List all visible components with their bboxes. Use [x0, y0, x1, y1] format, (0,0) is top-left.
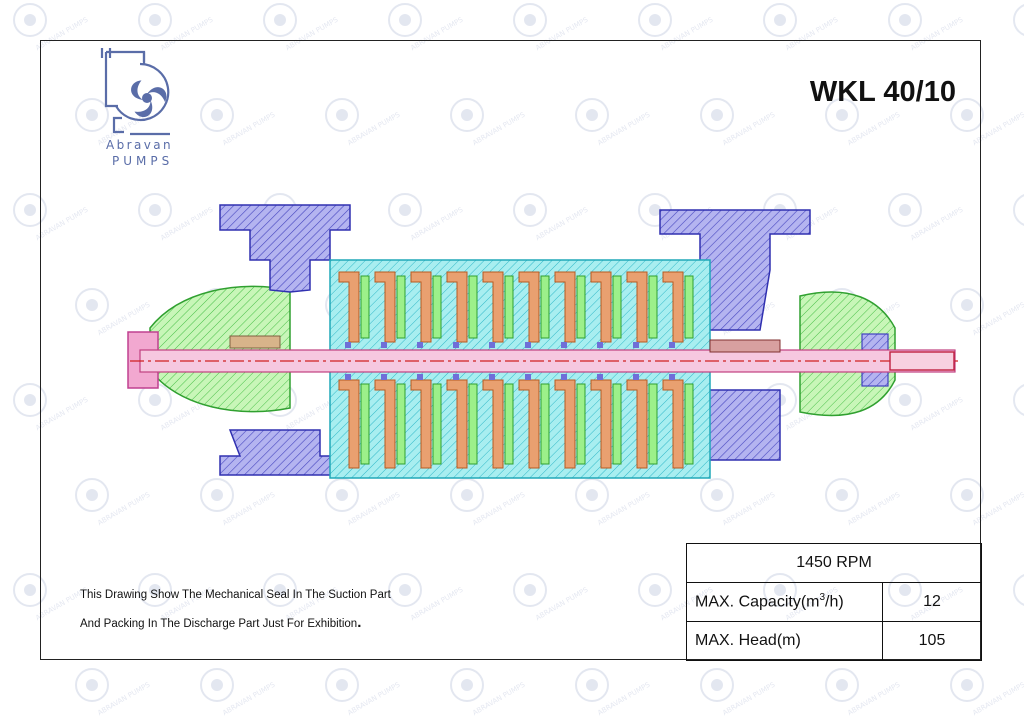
- drawing-note-line-2: And Packing In The Discharge Part Just F…: [80, 614, 361, 631]
- watermark-label: ABRAVAN PUMPS: [221, 680, 277, 717]
- watermark-label: ABRAVAN PUMPS: [346, 680, 402, 717]
- model-title: WKL 40/10: [809, 76, 956, 108]
- impeller-stage: [662, 271, 694, 469]
- impeller-stage: [554, 271, 586, 469]
- impeller-stage: [482, 271, 514, 469]
- watermark-logo-icon: ABRAVAN PUMPS: [1013, 574, 1024, 606]
- spec-speed: 1450 RPM: [686, 543, 982, 583]
- watermark-label: ABRAVAN PUMPS: [721, 680, 777, 717]
- impeller-stage: [518, 271, 550, 469]
- impeller-stage: [626, 271, 658, 469]
- watermark-label: ABRAVAN PUMPS: [971, 680, 1024, 717]
- watermark-logo-icon: ABRAVAN PUMPS: [825, 668, 902, 717]
- capacity-label-suffix: /h): [825, 593, 844, 611]
- impeller-stage: [338, 271, 370, 469]
- specification-table: 1450 RPM MAX. Capacity(m3/h) 12 MAX. Hea…: [686, 543, 982, 661]
- spec-capacity-value: 12: [882, 582, 982, 622]
- spec-head-value: 105: [882, 621, 982, 661]
- brand-name: Abravan: [106, 138, 173, 152]
- watermark-logo-icon: ABRAVAN PUMPS: [1013, 384, 1024, 416]
- spec-row-head: MAX. Head(m) 105: [686, 621, 982, 661]
- spec-capacity-label: MAX. Capacity(m3/h): [686, 582, 883, 622]
- impeller-stage: [410, 271, 442, 469]
- watermark-logo-icon: ABRAVAN PUMPS: [950, 668, 1024, 717]
- drawing-note-line-1: This Drawing Show The Mechanical Seal In…: [80, 589, 391, 601]
- capacity-label-prefix: MAX. Capacity(m: [695, 593, 820, 611]
- spec-head-label: MAX. Head(m): [686, 621, 883, 661]
- shaft-end-coupling: [889, 351, 955, 371]
- spec-row-speed: 1450 RPM: [686, 543, 982, 583]
- pump-turbine-logo-icon: [100, 48, 170, 136]
- suction-casing: [219, 204, 351, 293]
- drawing-note-line-2-text: And Packing In The Discharge Part Just F…: [80, 618, 358, 630]
- watermark-logo-icon: ABRAVAN PUMPS: [325, 668, 402, 717]
- impeller-stage: [590, 271, 622, 469]
- watermark-label: ABRAVAN PUMPS: [96, 680, 152, 717]
- watermark-logo-icon: ABRAVAN PUMPS: [575, 668, 652, 717]
- watermark-label: ABRAVAN PUMPS: [596, 680, 652, 717]
- spec-row-capacity: MAX. Capacity(m3/h) 12: [686, 582, 982, 622]
- capacity-label-sup: 3: [819, 592, 826, 604]
- watermark-logo-icon: ABRAVAN PUMPS: [450, 668, 527, 717]
- left-bearing-housing: [149, 285, 291, 413]
- watermark-logo-icon: ABRAVAN PUMPS: [75, 668, 152, 717]
- packing-seal: [709, 339, 781, 353]
- pump-cross-section-drawing: [127, 204, 958, 479]
- watermark-logo-icon: ABRAVAN PUMPS: [700, 668, 777, 717]
- watermark-logo-icon: ABRAVAN PUMPS: [200, 668, 277, 717]
- mechanical-seal: [229, 335, 281, 349]
- impeller-stage: [446, 271, 478, 469]
- drawing-sheet-border: [40, 40, 981, 660]
- drawing-note-bullet: .: [357, 614, 362, 631]
- discharge-casing: [659, 209, 811, 331]
- watermark-label: ABRAVAN PUMPS: [471, 680, 527, 717]
- impeller-stage: [374, 271, 406, 469]
- watermark-logo-icon: ABRAVAN PUMPS: [1013, 4, 1024, 36]
- watermark-label: ABRAVAN PUMPS: [846, 680, 902, 717]
- watermark-logo-icon: ABRAVAN PUMPS: [1013, 194, 1024, 226]
- brand-subtitle: PUMPS: [112, 154, 174, 168]
